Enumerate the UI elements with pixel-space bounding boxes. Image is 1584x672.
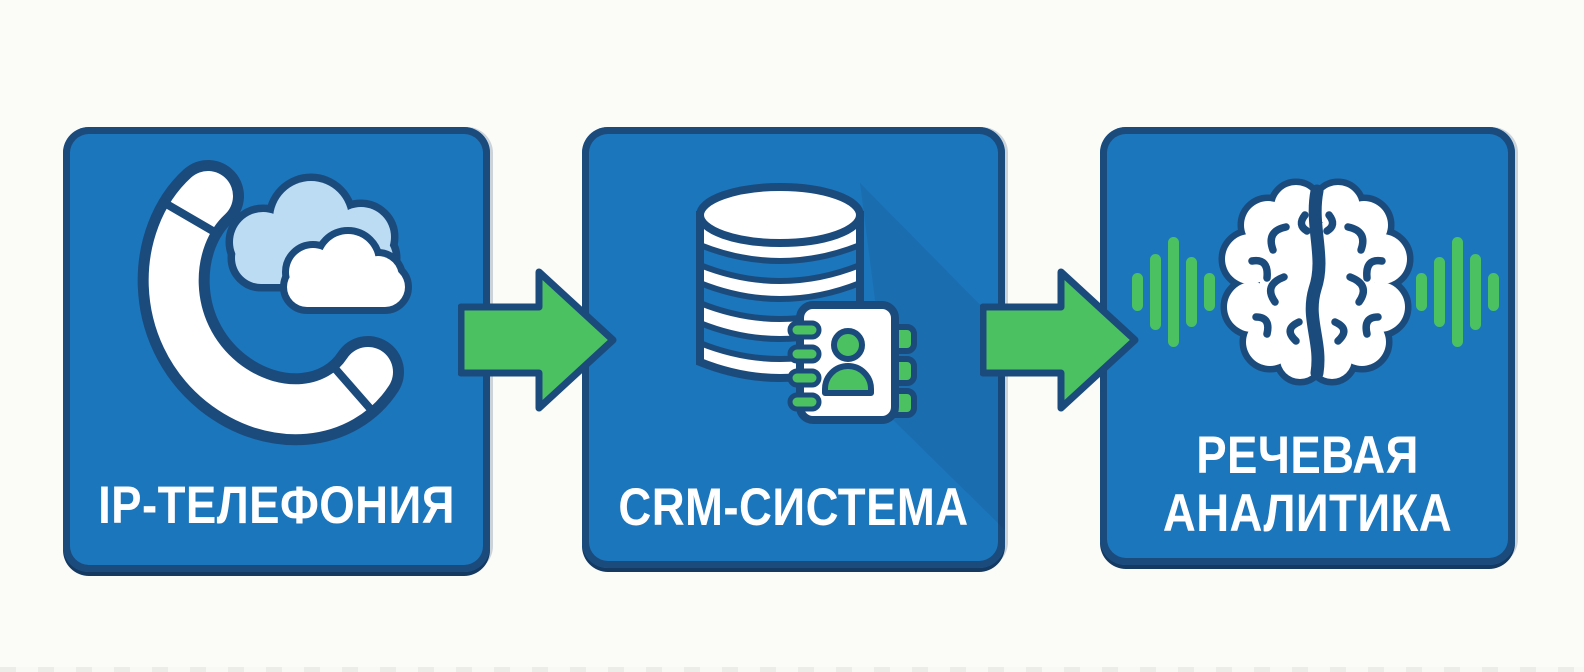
- node-label-text: IP-ТЕЛЕФОНИЯ: [98, 476, 455, 535]
- node-label-ip-telephony: IP-ТЕЛЕФОНИЯ: [93, 477, 460, 535]
- cloud-small-icon: [280, 227, 412, 314]
- flow-arrow-crm-to-speech: [980, 268, 1139, 412]
- node-label-text: CRM-СИСТЕМА: [618, 478, 969, 537]
- brain-icon: [1218, 178, 1414, 386]
- node-label-speech-analytics: РЕЧЕВАЯ АНАЛИТИКА: [1129, 427, 1486, 543]
- node-label-line2: АНАЛИТИКА: [1162, 484, 1453, 543]
- contact-book-icon: [787, 301, 917, 424]
- node-card-crm-system: CRM-СИСТЕМА: [582, 127, 1005, 568]
- phone-cloud-icon: [137, 160, 412, 446]
- node-label-crm-system: CRM-СИСТЕМА: [612, 479, 976, 537]
- node-card-ip-telephony: IP-ТЕЛЕФОНИЯ: [63, 127, 490, 572]
- flow-arrow-telephony-to-crm: [458, 268, 617, 412]
- soundwave-right-icon: [1416, 237, 1499, 347]
- brain-soundwave-icon: [1132, 178, 1499, 386]
- phone-handset-icon: [137, 160, 404, 446]
- node-label-line1: РЕЧЕВАЯ: [1196, 426, 1419, 485]
- soundwave-left-icon: [1132, 237, 1215, 347]
- bottom-artifact-strip: [0, 667, 1584, 672]
- database-contact-book-icon: [696, 183, 917, 424]
- book-spiral-binding: [787, 320, 822, 412]
- person-icon: [822, 328, 874, 396]
- node-card-speech-analytics: РЕЧЕВАЯ АНАЛИТИКА: [1100, 127, 1515, 565]
